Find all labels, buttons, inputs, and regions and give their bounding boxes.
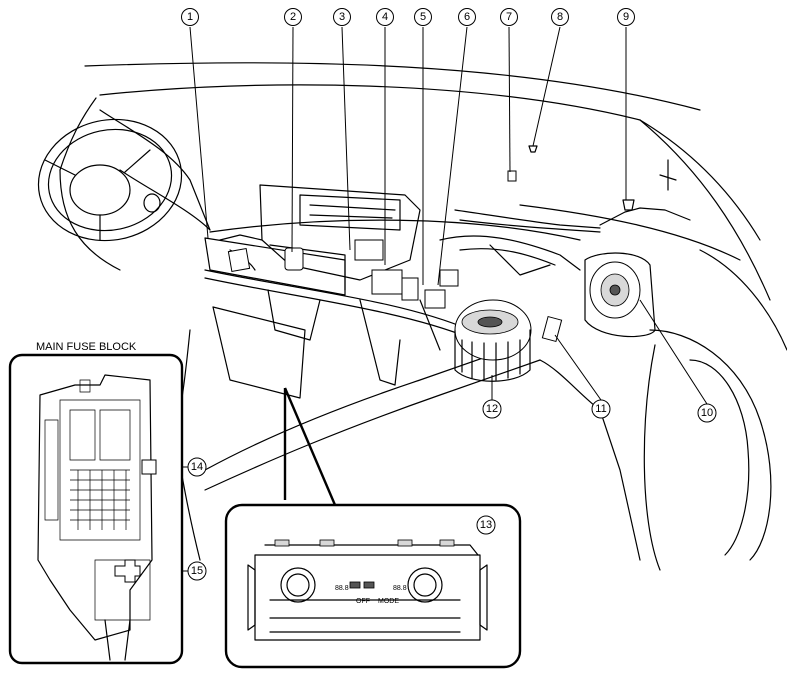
callout-10: 10 bbox=[697, 403, 717, 423]
callout-13: 13 bbox=[476, 515, 496, 535]
callout-2: 2 bbox=[284, 8, 302, 26]
callout-number: 2 bbox=[290, 11, 296, 23]
callout-6: 6 bbox=[458, 8, 476, 26]
steering-wheel bbox=[37, 118, 183, 242]
callout-number: 6 bbox=[464, 11, 470, 23]
glove-box-area bbox=[212, 306, 337, 506]
callout-7: 7 bbox=[500, 8, 518, 26]
callout-5: 5 bbox=[414, 8, 432, 26]
callout-number: 7 bbox=[506, 11, 512, 23]
inset-title: MAIN FUSE BLOCK bbox=[36, 341, 137, 353]
callout-number: 9 bbox=[623, 11, 629, 23]
callout-number: 12 bbox=[486, 403, 498, 415]
mode-label: MODE bbox=[378, 598, 399, 605]
callout-8: 8 bbox=[551, 8, 569, 26]
hvac-unit-assembly bbox=[204, 145, 691, 386]
callout-markers: 1 2 3 4 5 6 7 8 9 10 11 12 13 14 15 bbox=[181, 8, 717, 581]
callout-number: 11 bbox=[595, 403, 606, 415]
callout-number: 1 bbox=[187, 11, 193, 23]
callout-number: 5 bbox=[420, 11, 426, 23]
vehicle-body-outline bbox=[59, 62, 787, 571]
right-temp-display: 88.8 bbox=[393, 585, 407, 592]
callout-1: 1 bbox=[181, 8, 199, 26]
callout-number: 10 bbox=[701, 407, 713, 419]
callout-number: 15 bbox=[191, 565, 203, 577]
callout-14: 14 bbox=[187, 457, 207, 477]
callout-number: 8 bbox=[557, 11, 563, 23]
callout-number: 14 bbox=[191, 461, 203, 473]
callout-9: 9 bbox=[617, 8, 635, 26]
callout-4: 4 bbox=[376, 8, 394, 26]
callout-15: 15 bbox=[187, 561, 207, 581]
callout-number: 13 bbox=[480, 519, 492, 531]
left-temp-display: 88.8 bbox=[335, 585, 349, 592]
climate-control-panel-inset: 88.8 88.8 OFF MODE bbox=[224, 503, 522, 669]
off-label: OFF bbox=[356, 598, 370, 605]
callout-3: 3 bbox=[333, 8, 351, 26]
callout-11: 11 bbox=[591, 399, 611, 419]
callout-number: 3 bbox=[339, 11, 345, 23]
callout-number: 4 bbox=[382, 11, 388, 23]
main-fuse-block-inset: MAIN FUSE BLOCK bbox=[8, 341, 184, 665]
callout-12: 12 bbox=[482, 399, 502, 419]
